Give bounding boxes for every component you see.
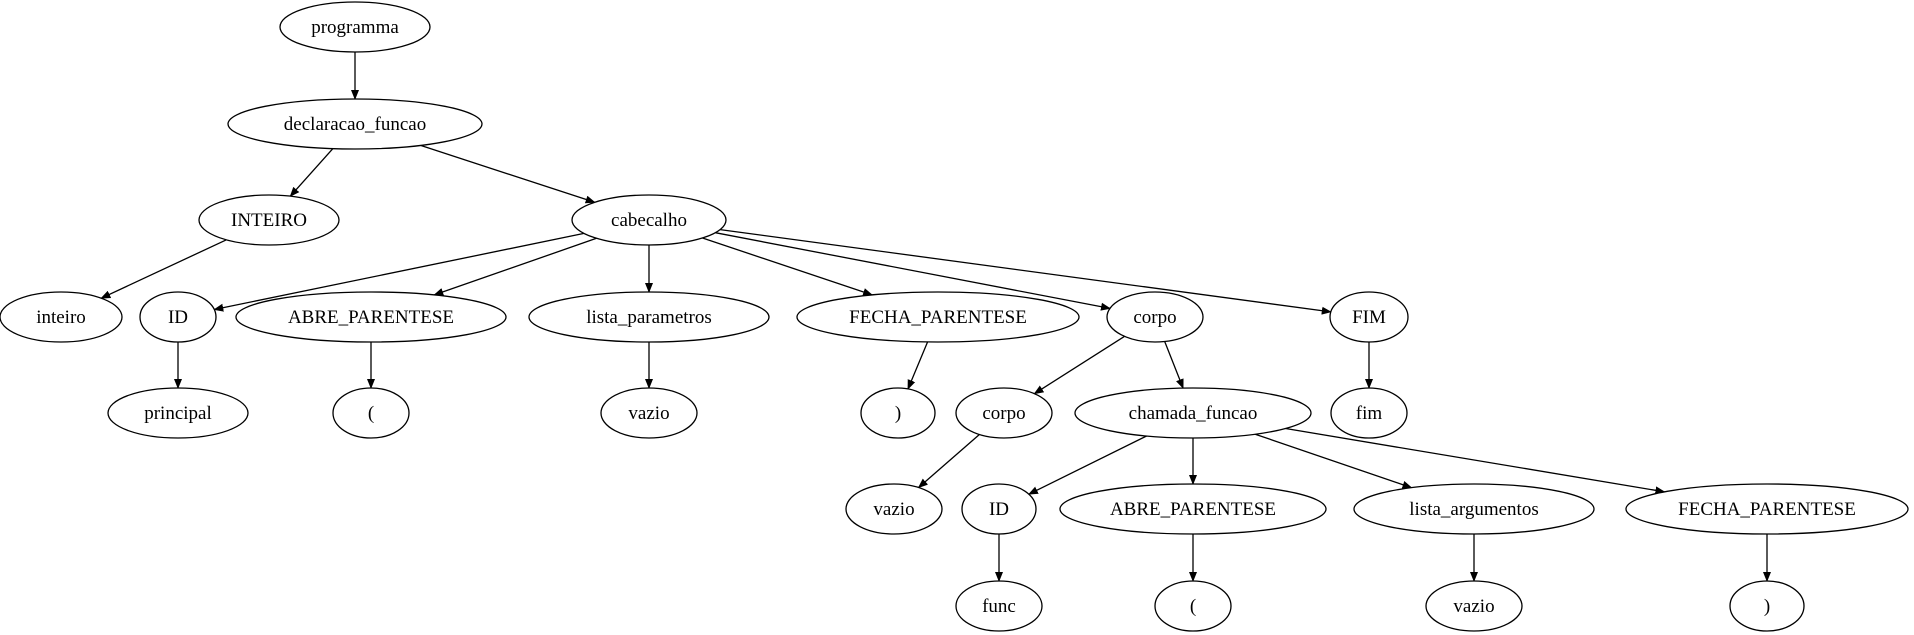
node-ellipse <box>107 387 249 439</box>
node-abre-parentese: ABRE_PARENTESE <box>1059 483 1327 535</box>
node-ellipse <box>0 291 123 343</box>
node-label: principal <box>144 403 212 424</box>
edge-corpo-to-vazio <box>917 434 980 489</box>
edge-cabecalho-to-fim <box>720 228 1332 315</box>
node-chamada-funcao: chamada_funcao <box>1074 387 1312 439</box>
node-ellipse <box>955 387 1053 439</box>
node-ellipse <box>571 194 727 246</box>
node-vazio: vazio <box>845 483 943 535</box>
node-fim: fim <box>1330 387 1408 439</box>
node-label: cabecalho <box>611 210 687 231</box>
node-label: INTEIRO <box>231 210 307 231</box>
node-label: programma <box>311 17 399 38</box>
node-ellipse <box>528 291 770 343</box>
node-abre-parentese: ABRE_PARENTESE <box>235 291 507 343</box>
edge-fecha-parentese-to-close-paren <box>907 341 929 390</box>
node-label: lista_argumentos <box>1409 499 1538 520</box>
node-ellipse <box>1154 580 1232 632</box>
node-ellipse <box>961 483 1037 535</box>
node-lista-argumentos: lista_argumentos <box>1353 483 1595 535</box>
node-label: vazio <box>1453 596 1494 617</box>
node-corpo: corpo <box>1106 291 1204 343</box>
node-label: ID <box>989 499 1009 520</box>
node-close-paren: ) <box>1729 580 1805 632</box>
node-ellipse <box>1625 483 1909 535</box>
node-open-paren: ( <box>332 387 410 439</box>
node-ellipse <box>955 580 1043 632</box>
edge-cabecalho-to-fecha-parentese <box>702 237 874 296</box>
edges <box>100 52 1771 582</box>
edge-inteiro-to-inteiro <box>100 239 227 299</box>
node-ellipse <box>1353 483 1595 535</box>
node-ellipse <box>845 483 943 535</box>
node-label: declaracao_funcao <box>284 114 426 135</box>
edge-chamada-funcao-to-id <box>1028 435 1147 495</box>
edge-cabecalho-to-abre-parentese <box>433 237 597 296</box>
edge-cabecalho-to-id <box>213 232 585 312</box>
node-label: vazio <box>873 499 914 520</box>
node-label: ABRE_PARENTESE <box>1110 499 1276 520</box>
edge-chamada-funcao-to-lista-argumentos <box>1254 433 1413 489</box>
node-fim: FIM <box>1329 291 1409 343</box>
node-ellipse <box>1106 291 1204 343</box>
node-label: vazio <box>628 403 669 424</box>
node-close-paren: ) <box>860 387 936 439</box>
node-ellipse <box>796 291 1080 343</box>
node-fecha-parentese: FECHA_PARENTESE <box>796 291 1080 343</box>
node-label: lista_parametros <box>586 307 712 328</box>
node-label: ID <box>168 307 188 328</box>
node-label: FECHA_PARENTESE <box>1678 499 1856 520</box>
node-inteiro: inteiro <box>0 291 123 343</box>
node-declaracao-funcao: declaracao_funcao <box>227 98 483 150</box>
node-ellipse <box>139 291 217 343</box>
node-label: fim <box>1356 403 1383 424</box>
node-label: FIM <box>1352 307 1386 328</box>
node-ellipse <box>235 291 507 343</box>
node-func: func <box>955 580 1043 632</box>
node-label: FECHA_PARENTESE <box>849 307 1027 328</box>
node-ellipse <box>1059 483 1327 535</box>
node-label: corpo <box>982 403 1025 424</box>
node-ellipse <box>600 387 698 439</box>
node-label: func <box>982 596 1016 617</box>
node-id: ID <box>961 483 1037 535</box>
edge-chamada-funcao-to-fecha-parentese <box>1285 427 1666 495</box>
node-ellipse <box>860 387 936 439</box>
node-principal: principal <box>107 387 249 439</box>
node-programma: programma <box>279 1 431 53</box>
node-ellipse <box>1729 580 1805 632</box>
node-label: ( <box>1190 596 1196 617</box>
node-ellipse <box>198 194 340 246</box>
node-inteiro: INTEIRO <box>198 194 340 246</box>
node-label: ) <box>895 403 901 424</box>
node-ellipse <box>1425 580 1523 632</box>
node-vazio: vazio <box>600 387 698 439</box>
node-label: corpo <box>1133 307 1176 328</box>
edge-cabecalho-to-corpo <box>715 232 1111 311</box>
node-ellipse <box>1330 387 1408 439</box>
edge-corpo-to-chamada-funcao <box>1164 341 1184 390</box>
node-lista-parametros: lista_parametros <box>528 291 770 343</box>
node-vazio: vazio <box>1425 580 1523 632</box>
node-label: ABRE_PARENTESE <box>288 307 454 328</box>
node-ellipse <box>1329 291 1409 343</box>
node-open-paren: ( <box>1154 580 1232 632</box>
node-ellipse <box>227 98 483 150</box>
node-label: chamada_funcao <box>1129 403 1258 424</box>
node-label: inteiro <box>36 307 86 328</box>
node-corpo: corpo <box>955 387 1053 439</box>
node-ellipse <box>279 1 431 53</box>
edge-declaracao-funcao-to-cabecalho <box>420 144 596 204</box>
edge-declaracao-funcao-to-inteiro <box>289 148 334 197</box>
node-fecha-parentese: FECHA_PARENTESE <box>1625 483 1909 535</box>
node-id: ID <box>139 291 217 343</box>
node-ellipse <box>332 387 410 439</box>
node-label: ( <box>368 403 374 424</box>
node-cabecalho: cabecalho <box>571 194 727 246</box>
node-label: ) <box>1764 596 1770 617</box>
node-ellipse <box>1074 387 1312 439</box>
edge-corpo-to-corpo <box>1033 335 1125 395</box>
